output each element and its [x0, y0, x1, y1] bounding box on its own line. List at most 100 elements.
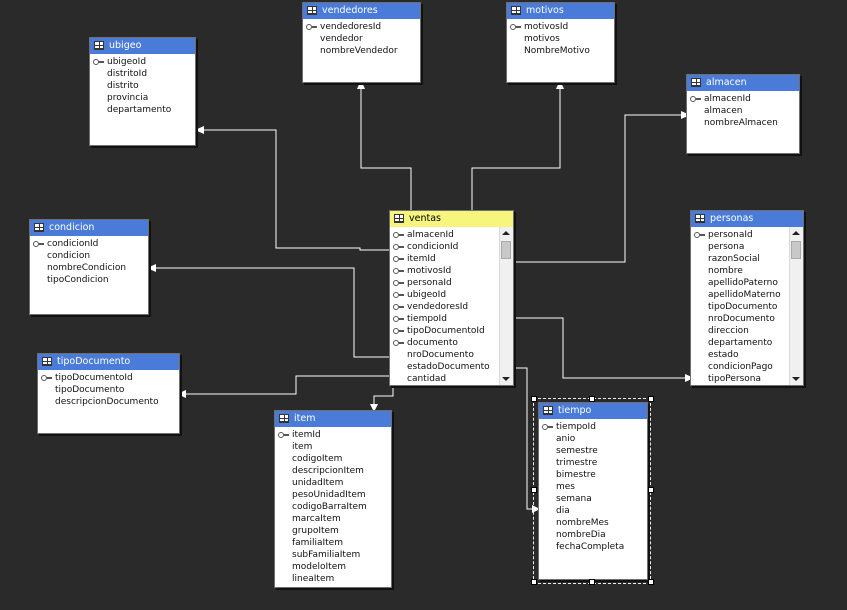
- table-header[interactable]: almacen: [687, 75, 799, 91]
- column-row[interactable]: personaId: [691, 229, 803, 241]
- column-row[interactable]: motivosId: [390, 265, 513, 277]
- scroll-up-icon[interactable]: [502, 231, 510, 235]
- column-row[interactable]: estado: [691, 349, 803, 361]
- column-row[interactable]: grupoItem: [275, 525, 391, 537]
- column-row[interactable]: lineaItem: [275, 573, 391, 585]
- table-tipoDocumento[interactable]: tipoDocumento tipoDocumentoId tipoDocume…: [37, 353, 180, 434]
- column-row[interactable]: modeloItem: [275, 561, 391, 573]
- column-row[interactable]: persona: [691, 241, 803, 253]
- column-row[interactable]: motivos: [507, 33, 614, 45]
- column-row[interactable]: almacenId: [390, 229, 513, 241]
- column-row[interactable]: apellidoPaterno: [691, 277, 803, 289]
- scroll-up-icon[interactable]: [792, 231, 800, 235]
- column-row[interactable]: nombreDia: [539, 529, 647, 541]
- table-item[interactable]: item itemId item codigoItem descripcionI…: [274, 410, 392, 588]
- column-row[interactable]: descripcionItem: [275, 465, 391, 477]
- column-row[interactable]: pesoUnidadItem: [275, 489, 391, 501]
- column-row[interactable]: distritoId: [90, 68, 195, 80]
- table-header[interactable]: tiempo: [539, 403, 647, 419]
- column-row[interactable]: ubigeoId: [390, 289, 513, 301]
- table-header[interactable]: ubigeo: [90, 38, 195, 54]
- column-row[interactable]: vendedoresId: [303, 21, 420, 33]
- vertical-scrollbar[interactable]: [499, 227, 513, 385]
- column-row[interactable]: subFamiliaItem: [275, 549, 391, 561]
- column-row[interactable]: tipoDocumento: [691, 301, 803, 313]
- column-row[interactable]: tipoDocumento: [38, 384, 179, 396]
- scroll-thumb[interactable]: [791, 241, 801, 259]
- resize-handle[interactable]: [648, 487, 654, 493]
- column-row[interactable]: distrito: [90, 80, 195, 92]
- column-row[interactable]: nombreCondicion: [30, 262, 148, 274]
- column-row[interactable]: provincia: [90, 92, 195, 104]
- column-row[interactable]: marcaItem: [275, 513, 391, 525]
- scroll-thumb[interactable]: [501, 241, 511, 259]
- column-row[interactable]: unidadItem: [275, 477, 391, 489]
- resize-handle[interactable]: [648, 579, 654, 585]
- table-header[interactable]: ventas: [390, 211, 513, 227]
- table-personas[interactable]: personas personaId persona razonSocial n…: [690, 210, 804, 386]
- column-row[interactable]: trimestre: [539, 457, 647, 469]
- column-row[interactable]: apellidoMaterno: [691, 289, 803, 301]
- table-header[interactable]: condicion: [30, 220, 148, 236]
- resize-handle[interactable]: [531, 396, 537, 402]
- scroll-down-icon[interactable]: [502, 377, 510, 381]
- column-row[interactable]: almacen: [687, 105, 799, 117]
- column-row[interactable]: motivosId: [507, 21, 614, 33]
- column-row[interactable]: nroDocumento: [691, 313, 803, 325]
- column-row[interactable]: tipoPersona: [691, 373, 803, 385]
- column-row[interactable]: descripcionDocumento: [38, 396, 179, 408]
- resize-handle[interactable]: [531, 487, 537, 493]
- column-row[interactable]: vendedoresId: [390, 301, 513, 313]
- column-row[interactable]: condicionId: [30, 238, 148, 250]
- column-row[interactable]: familiaItem: [275, 537, 391, 549]
- column-row[interactable]: estadoDocumento: [390, 361, 513, 373]
- table-header[interactable]: personas: [691, 211, 803, 227]
- column-row[interactable]: departamento: [90, 104, 195, 116]
- column-row[interactable]: codigoItem: [275, 453, 391, 465]
- column-row[interactable]: direccion: [691, 325, 803, 337]
- table-vendedores[interactable]: vendedores vendedoresId vendedor nombreV…: [302, 2, 421, 83]
- column-row[interactable]: semana: [539, 493, 647, 505]
- table-header[interactable]: vendedores: [303, 3, 420, 19]
- column-row[interactable]: item: [275, 441, 391, 453]
- column-row[interactable]: mes: [539, 481, 647, 493]
- column-row[interactable]: tiempoId: [390, 313, 513, 325]
- column-row[interactable]: condicionId: [390, 241, 513, 253]
- column-row[interactable]: ubigeoId: [90, 56, 195, 68]
- column-row[interactable]: tiempoId: [539, 421, 647, 433]
- column-row[interactable]: tipoDocumentoId: [390, 325, 513, 337]
- column-row[interactable]: NombreMotivo: [507, 45, 614, 57]
- column-row[interactable]: documento: [390, 337, 513, 349]
- table-almacen[interactable]: almacen almacenId almacen nombreAlmacen: [686, 74, 800, 154]
- column-row[interactable]: cantidad: [390, 373, 513, 385]
- table-header[interactable]: tipoDocumento: [38, 354, 179, 370]
- column-row[interactable]: fechaCompleta: [539, 541, 647, 553]
- column-row[interactable]: itemId: [275, 429, 391, 441]
- table-header[interactable]: item: [275, 411, 391, 427]
- column-row[interactable]: itemId: [390, 253, 513, 265]
- column-row[interactable]: vendedor: [303, 33, 420, 45]
- column-row[interactable]: tipoDocumentoId: [38, 372, 179, 384]
- resize-handle[interactable]: [589, 396, 595, 402]
- column-row[interactable]: nombreVendedor: [303, 45, 420, 57]
- table-ventas[interactable]: ventas almacenId condicionId itemId moti…: [389, 210, 514, 386]
- vertical-scrollbar[interactable]: [789, 227, 803, 385]
- resize-handle[interactable]: [589, 579, 595, 585]
- column-row[interactable]: nombre: [691, 265, 803, 277]
- column-row[interactable]: nombreMes: [539, 517, 647, 529]
- scroll-down-icon[interactable]: [792, 377, 800, 381]
- column-row[interactable]: semestre: [539, 445, 647, 457]
- table-header[interactable]: motivos: [507, 3, 614, 19]
- resize-handle[interactable]: [531, 579, 537, 585]
- table-tiempo[interactable]: tiempo tiempoId anio semestre trimestre …: [538, 402, 648, 580]
- resize-handle[interactable]: [648, 396, 654, 402]
- column-row[interactable]: condicion: [30, 250, 148, 262]
- table-ubigeo[interactable]: ubigeo ubigeoId distritoId distrito prov…: [89, 37, 196, 146]
- table-condicion[interactable]: condicion condicionId condicion nombreCo…: [29, 219, 149, 315]
- column-row[interactable]: personaId: [390, 277, 513, 289]
- column-row[interactable]: anio: [539, 433, 647, 445]
- column-row[interactable]: nombreAlmacen: [687, 117, 799, 129]
- table-motivos[interactable]: motivos motivosId motivos NombreMotivo: [506, 2, 615, 83]
- column-row[interactable]: condicionPago: [691, 361, 803, 373]
- column-row[interactable]: razonSocial: [691, 253, 803, 265]
